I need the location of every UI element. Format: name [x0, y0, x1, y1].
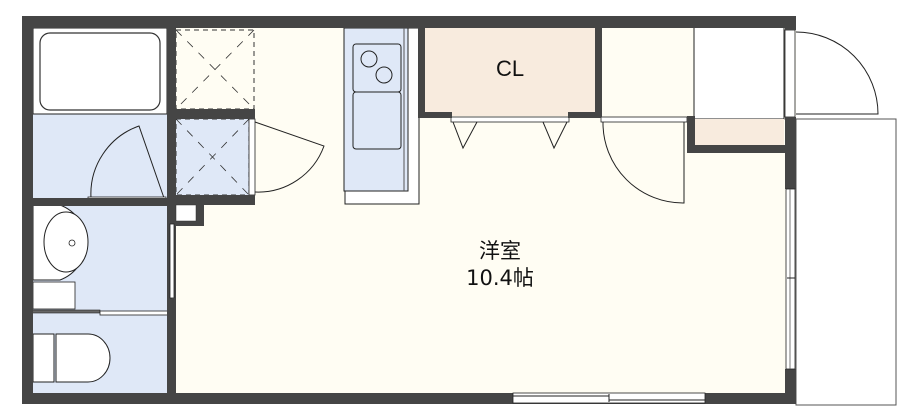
washroom-sliding-door-lower — [172, 298, 175, 370]
bathroom-door-swing-icon — [90, 125, 165, 199]
walls — [22, 16, 796, 404]
entrance-step — [694, 119, 784, 145]
front-door-swing-icon — [795, 31, 879, 115]
entrance-door-track — [600, 116, 688, 123]
washroom-shelf — [32, 281, 76, 310]
closet-label: CL — [495, 56, 525, 81]
wash-basin-icon — [43, 211, 89, 273]
closet-floor — [424, 28, 596, 116]
entrance-door-swing-icon — [602, 121, 685, 204]
bathtub-icon — [39, 32, 161, 111]
main-room-name: 洋室 — [479, 239, 521, 263]
balcony — [795, 118, 897, 406]
washer-door-jamb — [248, 118, 256, 196]
main-room-size: 10.4帖 — [466, 266, 534, 290]
kitchen-counter — [343, 27, 409, 192]
toilet-sliding-door-left — [30, 309, 101, 314]
washroom-sliding-door-upper — [169, 223, 175, 299]
pipe-space-inner — [175, 204, 197, 222]
burner-1-icon — [360, 50, 378, 68]
front-door-jamb — [784, 29, 796, 118]
shoe-cabinet — [693, 26, 785, 120]
basin-drain-icon — [68, 239, 76, 247]
closet-door-track — [450, 116, 570, 123]
right-window-icon — [785, 188, 796, 370]
toilet-tank — [32, 333, 55, 383]
burner-2-icon — [375, 66, 393, 84]
toilet-sliding-door-right — [99, 310, 170, 316]
washer-door-swing-icon — [254, 121, 325, 193]
toilet-icon — [55, 333, 111, 383]
closet-door-left-icon — [452, 121, 478, 150]
closet-door-right-icon — [542, 121, 568, 150]
kitchen-sink-icon — [352, 91, 402, 150]
